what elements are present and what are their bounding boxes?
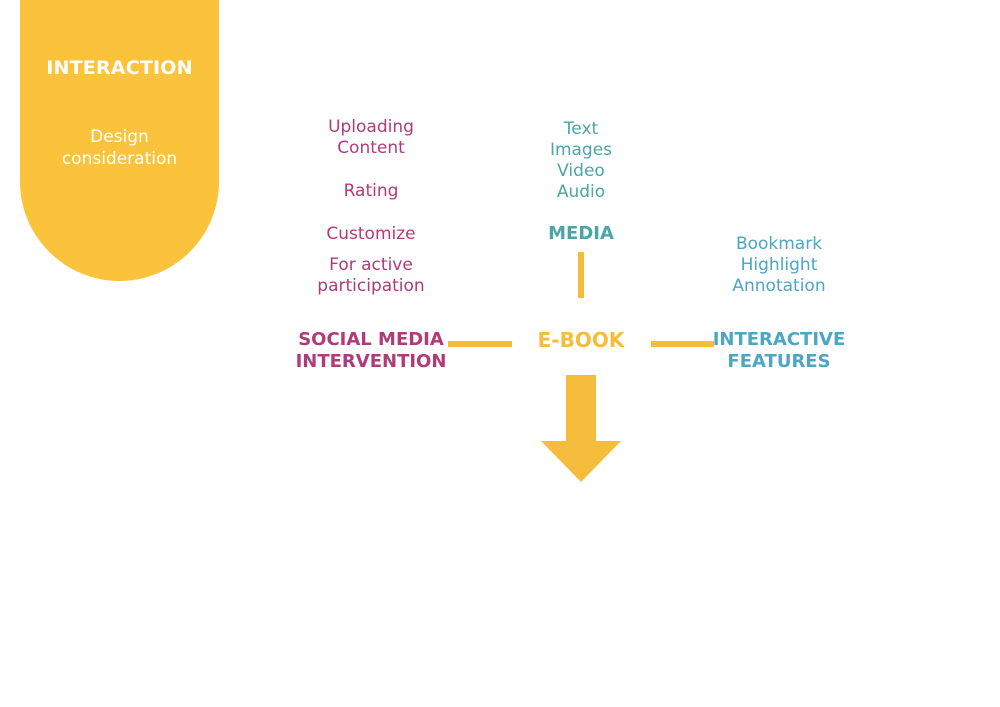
media-title: MEDIA — [548, 223, 614, 244]
media-connector — [578, 252, 584, 298]
interactive-title: INTERACTIVE FEATURES — [712, 329, 846, 372]
interactive-items: Bookmark Highlight Annotation — [732, 234, 826, 296]
media-items: Text Images Video Audio — [549, 119, 613, 202]
interactive-connector — [651, 341, 714, 347]
social-media-title: SOCIAL MEDIA INTERVENTION — [295, 329, 447, 372]
header-tab — [20, 0, 219, 281]
tab-subtitle: Design consideration — [61, 127, 178, 169]
social-item-rating: Rating — [343, 181, 399, 201]
social-item-participation: For active participation — [317, 255, 425, 296]
tab-title: INTERACTION — [46, 57, 193, 79]
social-item-uploading: Uploading Content — [328, 117, 414, 158]
ebook-label: E-BOOK — [537, 328, 625, 352]
down-arrow-icon — [541, 375, 621, 482]
social-item-customize: Customize — [326, 224, 416, 244]
social-connector — [448, 341, 512, 347]
